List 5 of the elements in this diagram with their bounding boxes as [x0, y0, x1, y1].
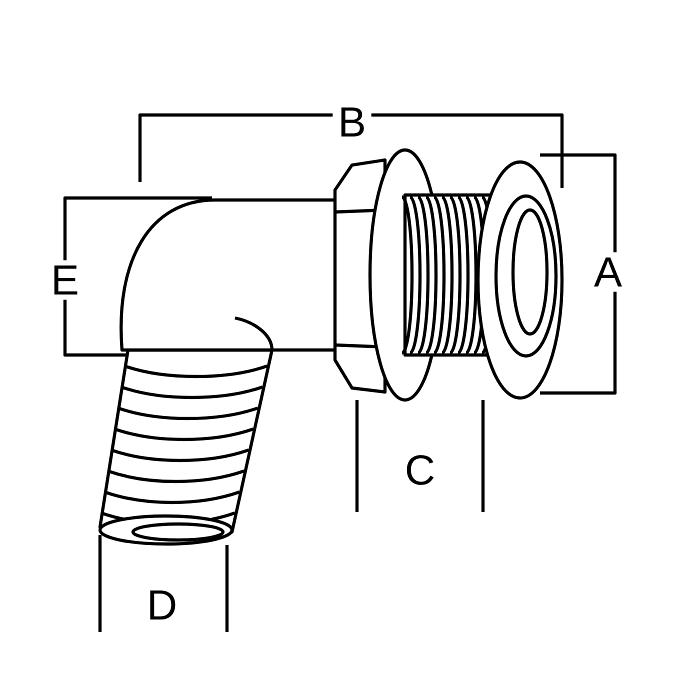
- dimension-label: A: [588, 252, 628, 292]
- dimension-label: D: [141, 585, 183, 625]
- dimension-label: E: [46, 260, 84, 300]
- dimension-label: C: [400, 450, 441, 490]
- dimension-label: B: [332, 102, 372, 142]
